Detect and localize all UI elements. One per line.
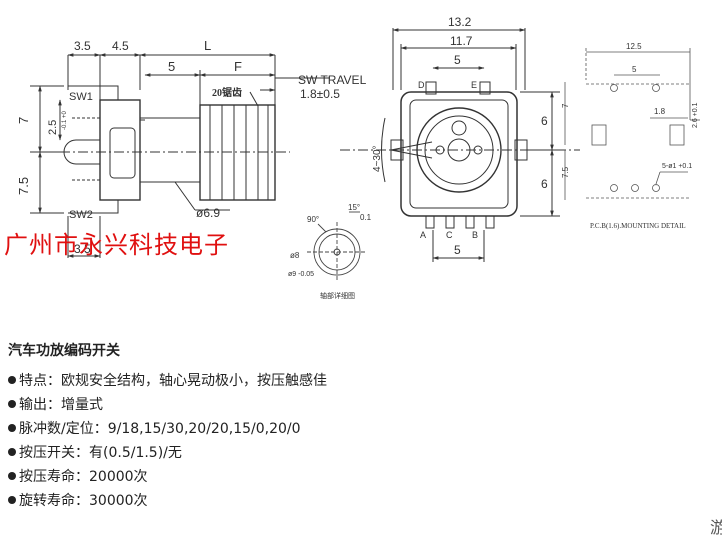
dim-front-5-top: 5 <box>454 53 461 67</box>
pcb-caption: P.C.B(1.6).MOUNTING DETAIL <box>590 222 686 230</box>
sw1-label: SW1 <box>69 91 93 103</box>
dim-front-13-2: 13.2 <box>448 15 472 29</box>
dim-side-4-5: 4.5 <box>112 39 129 53</box>
pcb-dim-2-6: 2.6 +0.1 <box>692 102 699 128</box>
sw-travel-label: SW TRAVEL <box>298 73 367 87</box>
angle-label: 4~30° <box>372 145 383 172</box>
front-view-labels: 13.2 11.7 5 D E 4~30° 6 6 A C B 5 <box>372 15 548 257</box>
teeth-label: 20锯齿 <box>212 86 242 99</box>
corner-character: 游 <box>710 518 722 537</box>
pin-D-label: D <box>418 80 425 90</box>
shaft-caption: 轴部详细图 <box>320 291 355 300</box>
dim-side-bottom-3-5: 3.5 <box>74 242 91 256</box>
shaft-dim-0-1: 0.1 <box>360 213 372 222</box>
pin-B-label: B <box>472 230 478 240</box>
spec-item-output: 输出：增量式 <box>8 393 708 417</box>
dim-side-7: 7 <box>16 117 31 124</box>
pcb-dim-5: 5 <box>632 65 637 74</box>
bullet-icon <box>8 376 16 384</box>
pcb-dim-1-8: 1.8 <box>654 107 666 116</box>
spec-item-push-switch: 按压开关：有(0.5/1.5)/无 <box>8 441 708 465</box>
bullet-icon <box>8 424 16 432</box>
dim-side-L: L <box>204 38 211 53</box>
spec-item-pulses: 脉冲数/定位：9/18,15/30,20/20,15/0,20/0 <box>8 417 708 441</box>
pin-E-label: E <box>471 80 477 90</box>
pcb-detail <box>564 48 700 200</box>
dim-side-5: 5 <box>168 59 175 74</box>
bullet-icon <box>8 400 16 408</box>
dim-front-11-7: 11.7 <box>450 34 473 48</box>
bullet-icon <box>8 472 16 480</box>
spec-text: 特点：欧规安全结构，轴心晃动极小，按压触感佳 <box>19 373 327 389</box>
dim-side-6-9: ø6.9 <box>196 206 220 220</box>
pcb-dim-12-5: 12.5 <box>626 42 642 51</box>
pcb-dim-holes: 5-ø1 +0.1 <box>662 163 692 170</box>
technical-drawing: 3.5 4.5 L 5 F SW TRAVEL 1.8±0.5 20锯齿 SW1… <box>16 15 700 300</box>
spec-text: 按压寿命：20000次 <box>19 469 148 485</box>
product-title: 汽车功放编码开关 <box>8 343 120 359</box>
dim-front-6-lower: 6 <box>541 177 548 191</box>
dim-front-5-bottom: 5 <box>454 243 461 257</box>
shaft-detail-labels: 90° 15° 0.1 ø8 ø9 -0.05 轴部详细图 <box>288 203 372 300</box>
product-info: 汽车功放编码开关 特点：欧规安全结构，轴心晃动极小，按压触感佳 输出：增量式 脉… <box>8 340 708 513</box>
pcb-detail-labels: 12.5 5 7 1.8 2.6 +0.1 7.5 5-ø1 +0.1 P.C.… <box>561 42 699 230</box>
spec-item-rotation-life: 旋转寿命：30000次 <box>8 489 708 513</box>
spec-text: 输出：增量式 <box>19 397 103 413</box>
spec-text: 旋转寿命：30000次 <box>19 493 148 509</box>
pin-C-label: C <box>446 230 453 240</box>
spec-item-features: 特点：欧规安全结构，轴心晃动极小，按压触感佳 <box>8 369 708 393</box>
pcb-dim-7: 7 <box>561 103 570 108</box>
front-view <box>340 28 580 262</box>
shaft-angle-15: 15° <box>348 203 360 212</box>
dim-side-2-5-tol: -0.1 +0 <box>62 110 68 130</box>
bullet-icon <box>8 496 16 504</box>
dim-front-6-upper: 6 <box>541 114 548 128</box>
spec-item-push-life: 按压寿命：20000次 <box>8 465 708 489</box>
dim-side-3-5: 3.5 <box>74 39 91 53</box>
dim-side-7-5: 7.5 <box>16 177 31 195</box>
shaft-dim-9: ø9 -0.05 <box>288 271 314 278</box>
dim-side-2-5: 2.5 <box>47 120 59 135</box>
spec-list: 特点：欧规安全结构，轴心晃动极小，按压触感佳 输出：增量式 脉冲数/定位：9/1… <box>8 369 708 513</box>
shaft-detail <box>307 211 367 282</box>
side-view <box>30 53 330 258</box>
sw2-label: SW2 <box>69 209 93 221</box>
shaft-angle-90: 90° <box>307 215 319 224</box>
pcb-dim-7-5: 7.5 <box>561 166 570 178</box>
pin-A-label: A <box>420 230 426 240</box>
sw-travel-value: 1.8±0.5 <box>300 87 340 101</box>
spec-text: 脉冲数/定位：9/18,15/30,20/20,15/0,20/0 <box>19 421 301 437</box>
side-view-labels: 3.5 4.5 L 5 F SW TRAVEL 1.8±0.5 20锯齿 SW1… <box>16 38 367 256</box>
bullet-icon <box>8 448 16 456</box>
company-watermark: 广州市永兴科技电子 <box>4 231 229 259</box>
dim-side-F: F <box>234 59 242 74</box>
spec-text: 按压开关：有(0.5/1.5)/无 <box>19 445 182 461</box>
shaft-dim-8: ø8 <box>290 251 300 260</box>
